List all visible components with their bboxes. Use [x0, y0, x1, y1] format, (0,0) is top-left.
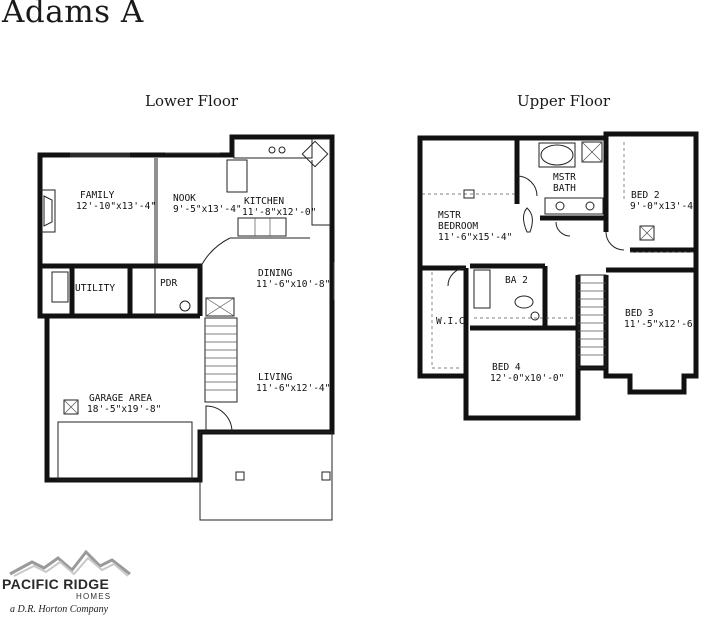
kitchen-size: 11'-8"x12'-0"	[242, 207, 316, 218]
utility-name: UTILITY	[75, 283, 115, 294]
nook-name: NOOK	[173, 193, 196, 204]
upper-floor-label: Upper Floor	[517, 92, 611, 110]
kitchen-name: KITCHEN	[244, 196, 284, 207]
wic-name: W.I.C.	[436, 316, 470, 327]
mstr-bedroom-size: 11'-6"x15'-4"	[438, 232, 512, 243]
bed4-name: BED 4	[492, 362, 521, 373]
bed2-size: 9'-0"x13'-4"	[630, 201, 699, 212]
dining-size: 11'-6"x10'-8"	[256, 279, 330, 290]
bed4-size: 12'-0"x10'-0"	[490, 373, 564, 384]
ba2-name: BA 2	[505, 275, 528, 286]
mstr-bedroom-name1: MSTR	[438, 210, 461, 221]
dining-name: DINING	[258, 268, 293, 279]
upper-floor-plan	[417, 131, 699, 421]
family-name: FAMILY	[80, 190, 115, 201]
nook-size: 9'-5"x13'-4"	[173, 204, 242, 215]
bed3-size: 11'-5"x12'-6"	[624, 319, 698, 330]
lower-floor-label: Lower Floor	[145, 92, 239, 110]
pacific-ridge-logo-mountains	[9, 549, 131, 577]
garage-size: 18'-5"x19'-8"	[87, 404, 161, 415]
garage-name: GARAGE AREA	[89, 393, 152, 404]
mstr-bedroom-name2: BEDROOM	[438, 221, 478, 232]
living-size: 11'-6"x12'-4"	[256, 383, 330, 394]
living-name: LIVING	[258, 372, 293, 383]
brand-name: PACIFIC RIDGE	[2, 576, 110, 592]
pdr-name: PDR	[160, 278, 177, 289]
lower-floor-plan	[37, 134, 335, 521]
plan-title: Adams A	[2, 0, 144, 30]
bed3-name: BED 3	[625, 308, 654, 319]
mstr-bath-name2: BATH	[553, 183, 576, 194]
brand-tagline: a D.R. Horton Company	[10, 604, 109, 615]
bed2-name: BED 2	[631, 190, 660, 201]
brand-sub: HOMES	[76, 592, 112, 601]
family-size: 12'-10"x13'-4"	[76, 201, 156, 212]
mstr-bath-name1: MSTR	[553, 172, 576, 183]
